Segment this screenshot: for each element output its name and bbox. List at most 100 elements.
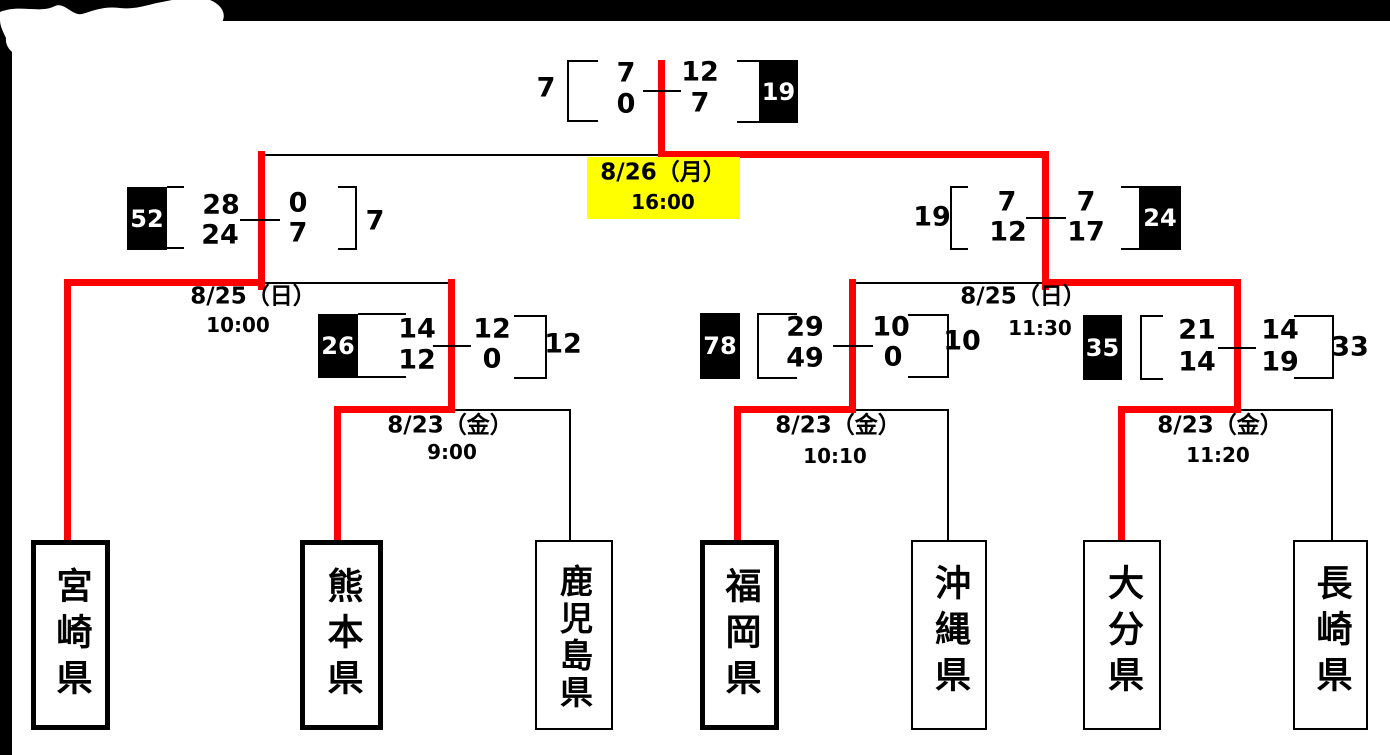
bracket-line bbox=[737, 60, 759, 62]
bracket-line bbox=[338, 186, 355, 188]
kumamoto-line bbox=[334, 406, 341, 540]
bracket-line bbox=[1121, 186, 1139, 188]
team-name: 沖縄県 bbox=[929, 564, 970, 702]
team-box-okinawa: 沖縄県 bbox=[911, 540, 987, 730]
qf-center-bar-right bbox=[853, 409, 948, 411]
bracket-line bbox=[355, 186, 357, 250]
final-left-total: 7 bbox=[536, 72, 556, 104]
halves-separator bbox=[1026, 217, 1066, 219]
team-name: 福岡県 bbox=[719, 567, 761, 705]
bracket-line bbox=[338, 248, 355, 250]
qf-right-left-half1: 21 bbox=[1178, 314, 1216, 346]
team-name: 熊本県 bbox=[321, 567, 363, 705]
team-box-kagoshima: 鹿児島県 bbox=[535, 540, 613, 730]
bracket-line bbox=[567, 60, 569, 122]
final-bar-winner bbox=[658, 151, 1049, 158]
sf-right-left-half2: 12 bbox=[989, 216, 1027, 248]
bracket-line bbox=[567, 120, 598, 122]
team-box-kumamoto: 熊本県 bbox=[300, 540, 383, 730]
bracket-line bbox=[950, 248, 968, 250]
halves-separator bbox=[1218, 347, 1256, 349]
fukuoka-line bbox=[734, 406, 741, 540]
final-bar-left bbox=[262, 154, 662, 156]
final-time: 16:00 bbox=[631, 190, 695, 214]
bracket-line bbox=[167, 247, 184, 249]
qf-left-bar-right bbox=[452, 409, 570, 411]
qf-left-time: 9:00 bbox=[427, 440, 477, 464]
bracket-line bbox=[950, 186, 968, 188]
team-name: 大分県 bbox=[1102, 564, 1143, 702]
sf-left-left-half1: 28 bbox=[202, 189, 240, 221]
team-box-oita: 大分県 bbox=[1083, 540, 1161, 730]
bracket-line bbox=[1121, 248, 1139, 250]
team-box-fukuoka: 福岡県 bbox=[700, 540, 779, 730]
bracket-line bbox=[1140, 315, 1163, 317]
bracket-line bbox=[950, 186, 952, 250]
bracket-line bbox=[1294, 315, 1332, 317]
sf-left-right-half1: 0 bbox=[288, 187, 308, 219]
winner-score-box: 19 bbox=[759, 60, 798, 123]
bracket-line bbox=[1140, 315, 1142, 380]
final-right-half2: 7 bbox=[690, 87, 710, 119]
sf-right-left-total: 19 bbox=[913, 201, 951, 233]
okinawa-line bbox=[947, 409, 949, 540]
team-name: 宮崎県 bbox=[50, 567, 92, 705]
halves-separator bbox=[643, 90, 681, 92]
sf-right-bar-left bbox=[853, 282, 1045, 284]
whiteout-scribble bbox=[0, 0, 224, 60]
qf-left-right-half2: 0 bbox=[482, 343, 502, 375]
sf-left-bar-winner bbox=[64, 279, 265, 286]
qf-left-left-half1: 14 bbox=[398, 313, 436, 345]
winner-score-box: 52 bbox=[127, 187, 167, 250]
bracket-line bbox=[514, 315, 545, 317]
left-black-bar bbox=[0, 0, 12, 755]
sf-right-date: 8/25（日） bbox=[960, 283, 1086, 310]
qf-right-bar-right bbox=[1237, 409, 1332, 411]
team-name: 鹿児島県 bbox=[554, 564, 594, 712]
bracket-line bbox=[737, 121, 759, 123]
sf-left-left-half2: 24 bbox=[201, 219, 239, 251]
sf-right-bar-winner bbox=[1042, 279, 1241, 286]
miyazaki-line bbox=[64, 279, 71, 540]
final-date: 8/26（月） bbox=[600, 159, 726, 186]
bracket-line bbox=[908, 314, 947, 316]
winner-score-box: 35 bbox=[1083, 315, 1122, 380]
oita-line bbox=[1118, 406, 1125, 540]
qf-right-time: 11:20 bbox=[1186, 443, 1250, 467]
qf-right-bar-winner bbox=[1118, 406, 1241, 413]
sf-left-right-total: 7 bbox=[365, 205, 385, 237]
final-right-half1: 12 bbox=[681, 56, 719, 88]
bracket-line bbox=[358, 313, 406, 315]
qf-right-right-half1: 14 bbox=[1261, 314, 1299, 346]
qf-right-left-half2: 14 bbox=[1178, 346, 1216, 378]
final-schedule-highlight bbox=[587, 157, 740, 219]
kagoshima-line bbox=[569, 409, 571, 540]
sf-right-right-half1: 7 bbox=[1076, 186, 1096, 218]
bracket-line bbox=[908, 376, 947, 378]
bracket-line bbox=[545, 315, 547, 379]
halves-separator bbox=[833, 345, 873, 347]
qf-center-right-total: 10 bbox=[943, 325, 981, 357]
top-black-bar bbox=[0, 0, 1390, 21]
bracket-line bbox=[567, 60, 598, 62]
winner-score-box: 78 bbox=[700, 313, 740, 379]
bracket-line bbox=[757, 313, 797, 315]
champion-line bbox=[658, 60, 665, 159]
halves-separator bbox=[433, 345, 471, 347]
sf-right-junction-line bbox=[1042, 151, 1049, 290]
team-name: 長崎県 bbox=[1310, 564, 1352, 702]
bracket-line bbox=[1140, 378, 1163, 380]
qf-right-junction-line bbox=[1234, 279, 1241, 413]
bracket-line bbox=[358, 376, 406, 378]
halves-separator bbox=[240, 219, 280, 221]
bracket-line bbox=[514, 377, 545, 379]
sf-left-bar-right bbox=[262, 282, 452, 284]
nagasaki-line bbox=[1331, 409, 1333, 540]
winner-score-box: 24 bbox=[1139, 186, 1181, 250]
bracket-line bbox=[1332, 315, 1334, 379]
bracket-line bbox=[1294, 377, 1332, 379]
qf-center-right-half1: 10 bbox=[872, 311, 910, 343]
sf-right-time: 11:30 bbox=[1008, 316, 1072, 340]
final-left-half2: 0 bbox=[616, 88, 636, 120]
